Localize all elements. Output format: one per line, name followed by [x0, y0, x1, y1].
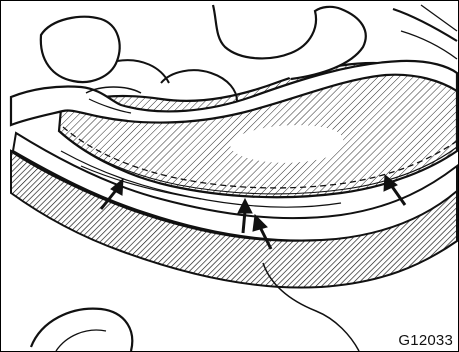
figure-code-label: G12033 [397, 332, 454, 349]
